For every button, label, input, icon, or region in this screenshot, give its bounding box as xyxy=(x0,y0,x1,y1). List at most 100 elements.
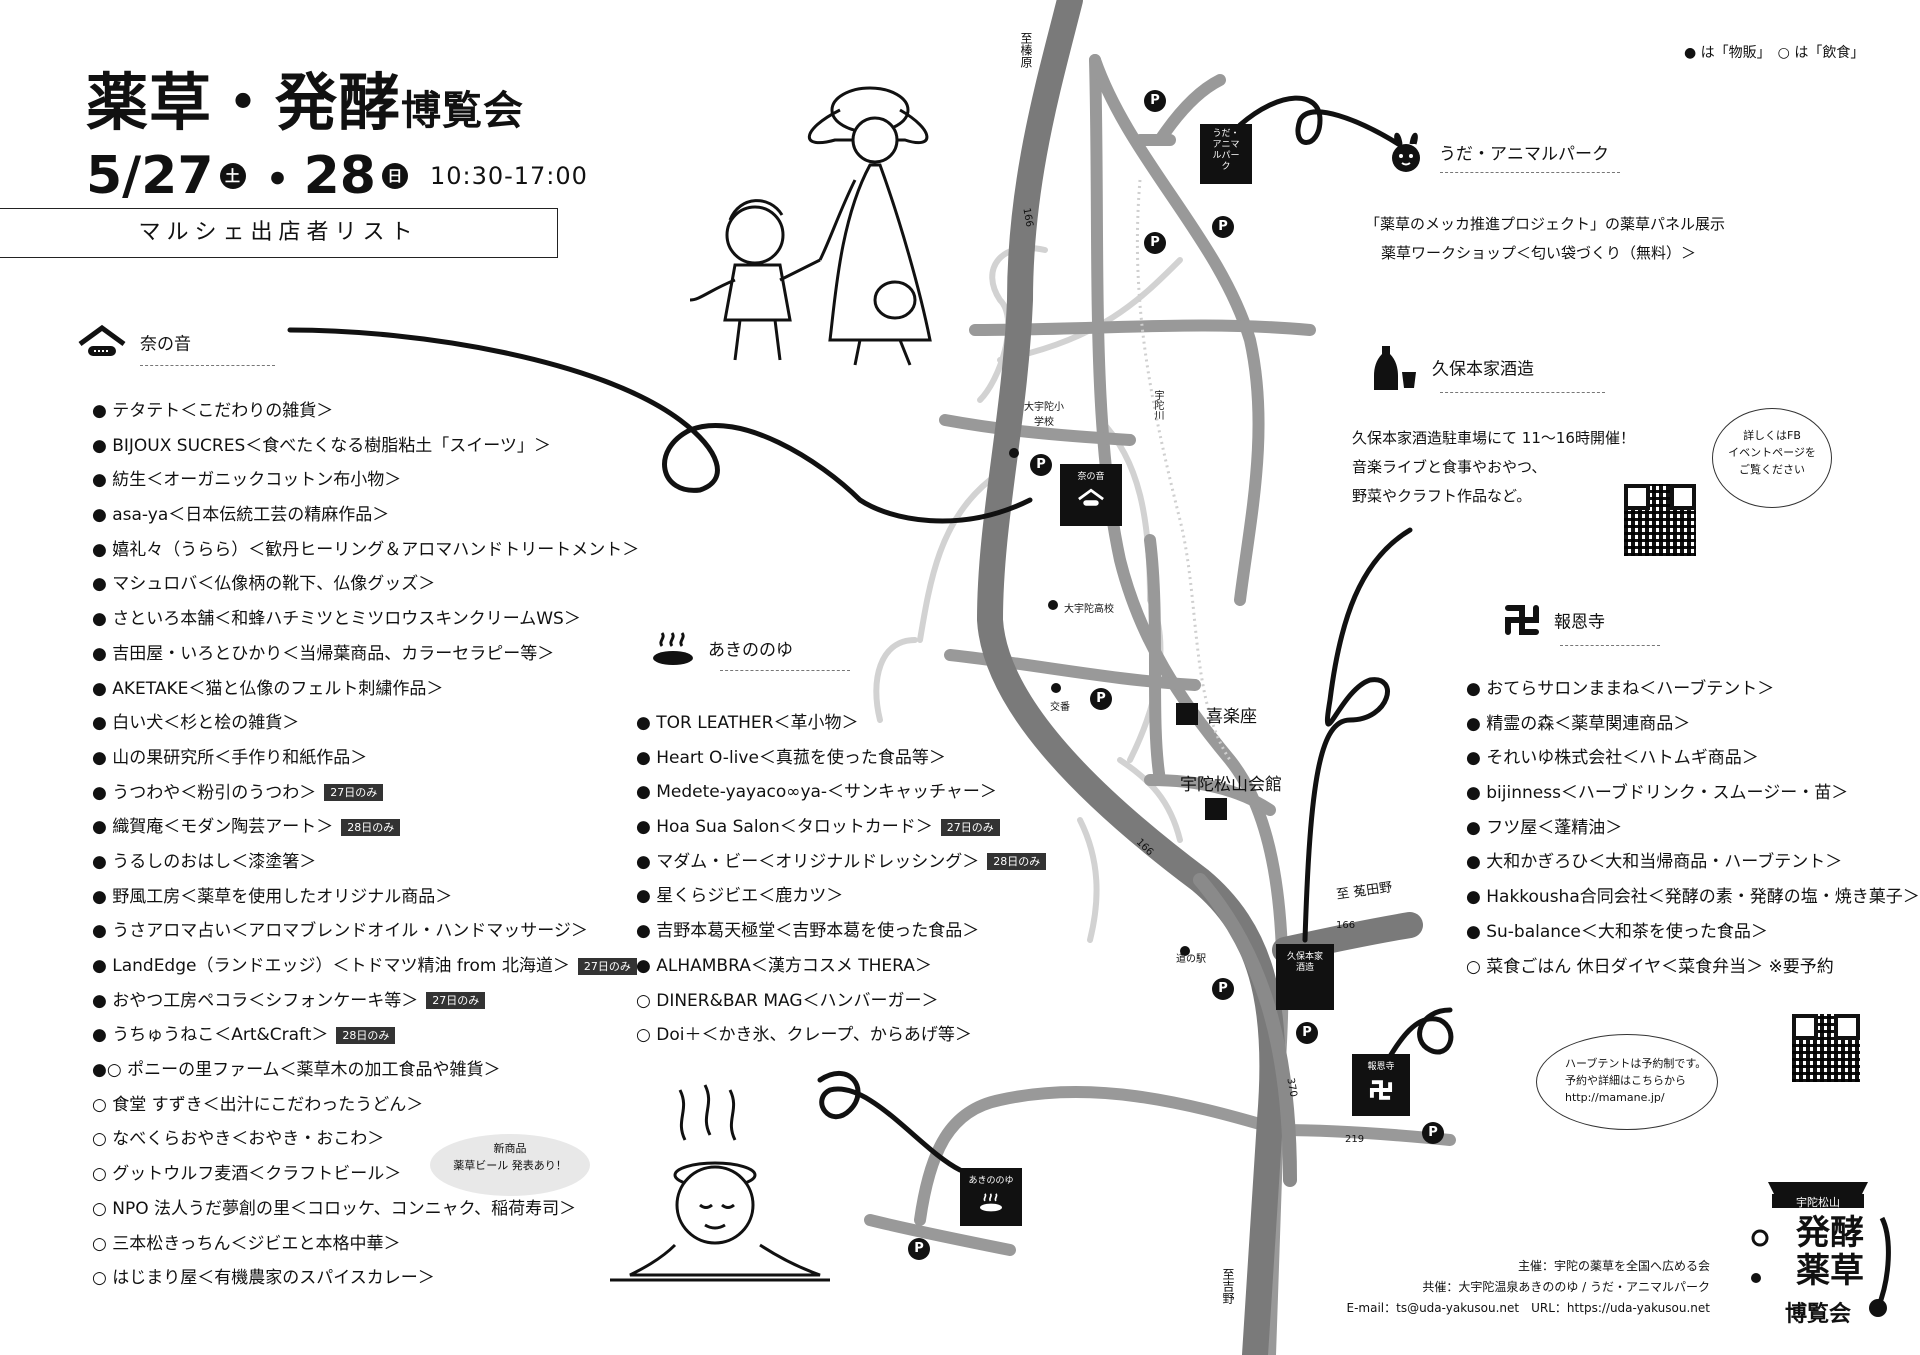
new-product-bubble: 新商品 薬草ビール 発表あり！ xyxy=(430,1134,590,1196)
vendor-text: ● さといろ本舗＜和蜂ハチミツとミツロウスキンクリームWS＞ xyxy=(92,609,581,630)
koban-label: 交番 xyxy=(1050,702,1070,713)
vendor-text: ● うさアロマ占い＜アロマブレンドオイル・ハンドマッサージ＞ xyxy=(92,921,588,942)
contact-info: E-mail：ts@uda-yakusou.net URL：https://ud… xyxy=(1346,1301,1711,1315)
vendor-item: ● おてらサロンままね＜ハーブテント＞ xyxy=(1466,672,1920,707)
date-first: 5/27 xyxy=(86,145,214,206)
vendor-item: ● 山の果研究所＜手作り和紙作品＞ xyxy=(92,741,639,776)
rabbit-icon xyxy=(1385,130,1427,179)
vendor-item: ○ グットウルフ麦酒＜クラフトビール＞ xyxy=(92,1157,639,1192)
section-divider xyxy=(140,365,275,366)
vendor-item: ● 嬉礼々（うらら）＜歓丹ヒーリング＆アロマハンドトリートメント＞ xyxy=(92,533,639,568)
vendor-text: ○ 食堂 すずき＜出汁にこだわったうどん＞ xyxy=(92,1094,424,1115)
section-title-animalpark: うだ・アニマルパーク xyxy=(1439,144,1609,165)
animalpark-description: 「薬草のメッカ推進プロジェクト」の薬草パネル展示 薬草ワークショップ＜匂い袋づく… xyxy=(1365,215,1726,262)
vendor-item: ○ 三本松きっちん＜ジビエと本格中華＞ xyxy=(92,1227,639,1262)
date-second: 28 xyxy=(303,145,376,206)
vendor-item: ● 吉田屋・いろとひかり＜当帰葉商品、カラーセラピー等＞ xyxy=(92,637,639,672)
sake-bottle-icon xyxy=(1372,342,1420,397)
vendor-text: ● Su-balance＜大和茶を使った食品＞ xyxy=(1466,921,1768,942)
map-box-kubo[interactable]: 久保本家酒造 xyxy=(1276,944,1334,1010)
map-box-animalpark[interactable]: うだ・アニマルパーク xyxy=(1200,124,1252,184)
vendor-item: ● AKETAKE＜猫と仏像のフェルト刺繍作品＞ xyxy=(92,672,639,707)
vendor-text: ● マシュロバ＜仏像柄の靴下、仏像グッズ＞ xyxy=(92,574,436,595)
legend: ● は「物販」 ○ は「飲食」 xyxy=(1684,45,1865,61)
family-illustration xyxy=(689,86,932,366)
section-divider xyxy=(1440,392,1605,393)
vendor-text: ●○ ポニーの里ファーム＜薬草木の加工食品や雑貨＞ xyxy=(92,1060,501,1081)
day-badge-sun: 日 xyxy=(381,162,408,189)
vendor-text: ● bijinness＜ハーブドリンク・スムージー・苗＞ xyxy=(1466,783,1849,804)
section-header-akinonoyu: あきののゆ xyxy=(650,628,793,673)
vendor-text: ○ グットウルフ麦酒＜クラフトビール＞ xyxy=(92,1164,402,1185)
route-166-label: 166 xyxy=(1336,920,1356,931)
roof-icon xyxy=(1078,488,1104,506)
vendor-item: ● おやつ工房ペコラ＜シフォンケーキ等＞27日のみ xyxy=(92,984,639,1019)
vendor-item: ● うちゅうねこ＜Art&Craft＞28日のみ xyxy=(92,1018,639,1053)
connector-lines xyxy=(287,95,1454,1173)
qr-code-mamane[interactable] xyxy=(1792,1014,1860,1082)
vendor-text: ● 白い犬＜杉と桧の雑貨＞ xyxy=(92,713,300,734)
vendor-item: ● Heart O-live＜真菰を使った食品等＞ xyxy=(636,741,1046,776)
vendor-text: ● ALHAMBRA＜漢方コスメ THERA＞ xyxy=(636,955,932,976)
poi-dots xyxy=(1009,448,1190,956)
vendor-item: ● Su-balance＜大和茶を使った食品＞ xyxy=(1466,915,1920,950)
section-divider xyxy=(720,670,850,671)
vendor-item: ○ Doi＋＜かき氷、クレープ、からあげ等＞ xyxy=(636,1018,1046,1053)
hot-spring-icon xyxy=(650,628,696,673)
main-roads xyxy=(976,0,1423,1355)
vendor-item: ● LandEdge（ランドエッジ）＜トドマツ精油 from 北海道＞ 27日のみ xyxy=(92,949,639,984)
vendor-item: ● うるしのおはし＜漆塗箸＞ xyxy=(92,845,639,880)
vendor-text: ● うつわや＜粉引のうつわ＞ xyxy=(92,782,317,803)
parking-marker: P xyxy=(908,1238,930,1260)
river xyxy=(1135,179,1232,761)
to-haibara-label: 至榛原 xyxy=(1019,32,1033,68)
vendor-item: ○ 食堂 すずき＜出汁にこだわったうどん＞ xyxy=(92,1088,639,1123)
vendor-item: ● うさアロマ占い＜アロマブレンドオイル・ハンドマッサージ＞ xyxy=(92,914,639,949)
vendor-item: ● うつわや＜粉引のうつわ＞27日のみ xyxy=(92,776,639,811)
vendor-text: ● マダム・ビー＜オリジナルドレッシング＞ xyxy=(636,851,980,872)
vendor-item: ● BIJOUX SUCRES＜食べたくなる樹脂粘土「スイーツ」＞ xyxy=(92,429,639,464)
river-label: 宇陀川 xyxy=(1152,390,1163,420)
organizer: 主催：宇陀の薬草を全国へ広める会 xyxy=(1517,1259,1710,1273)
elementary-school-label: 大宇陀小学校 xyxy=(1024,402,1064,428)
vendor-text: ● 吉野本葛天極堂＜吉野本葛を使った食品＞ xyxy=(636,921,980,942)
vendor-text: ● asa-ya＜日本伝統工芸の精麻作品＞ xyxy=(92,505,390,526)
section-divider xyxy=(1440,172,1620,173)
hot-spring-icon xyxy=(980,1193,1002,1212)
kaikan-label: 宇陀松山会館 xyxy=(1180,775,1282,795)
vendor-text: ○ 三本松きっちん＜ジビエと本格中華＞ xyxy=(92,1233,401,1254)
logo-graphic xyxy=(1751,1182,1891,1317)
map-box-akinonoyu[interactable]: あきののゆ xyxy=(960,1168,1022,1226)
vendor-text: ○ なべくらおやき＜おやき・おこわ＞ xyxy=(92,1129,385,1150)
parking-marker: P xyxy=(1090,688,1112,710)
parking-marker: P xyxy=(1296,1022,1318,1044)
vendor-item: ● マダム・ビー＜オリジナルドレッシング＞28日のみ xyxy=(636,845,1047,880)
vendor-text: ● テタテト＜こだわりの雑貨＞ xyxy=(92,401,334,421)
vendor-text: ● Hoa Sua Salon＜タロットカード＞ xyxy=(636,817,933,838)
vendor-item: ● asa-ya＜日本伝統工芸の精麻作品＞ xyxy=(92,498,639,533)
vendor-text: ● LandEdge（ランドエッジ）＜トドマツ精油 from 北海道＞ xyxy=(92,956,570,976)
route-219-label: 219 xyxy=(1345,1134,1365,1145)
vendor-text: ● BIJOUX SUCRES＜食べたくなる樹脂粘土「スイーツ」＞ xyxy=(92,435,551,456)
fb-info-bubble: 詳しくはFB イベントページを ご覧ください xyxy=(1712,408,1832,508)
vendor-text: ● 大和かぎろひ＜大和当帰商品・ハーブテント＞ xyxy=(1466,852,1843,873)
vendor-text: ● 紡生＜オーガニックコットン布小物＞ xyxy=(92,470,402,491)
day-only-badge: 27日のみ xyxy=(577,957,637,975)
qr-code-fb[interactable] xyxy=(1624,484,1696,556)
day-only-badge: 27日のみ xyxy=(426,992,486,1010)
vendor-text: ● AKETAKE＜猫と仏像のフェルト刺繍作品＞ xyxy=(92,678,444,699)
vendor-text: ● それいゆ株式会社＜ハトムギ商品＞ xyxy=(1466,748,1759,769)
vendor-list-title: マルシェ出店者リスト xyxy=(0,208,558,258)
vendor-text: ○ DINER&BAR MAG＜ハンバーガー＞ xyxy=(636,990,939,1011)
vendor-list-nanone: ● テタテト＜こだわりの雑貨＞ ● BIJOUX SUCRES＜食べたくなる樹脂粘… xyxy=(92,394,639,1296)
vendor-text: ● 山の果研究所＜手作り和紙作品＞ xyxy=(92,747,368,768)
herb-tent-bubble: ハーブテントは予約制です。 予約や詳細はこちらから http://mamane.… xyxy=(1536,1034,1718,1130)
parking-marker: P xyxy=(1144,90,1166,112)
vendor-item: ● 紡生＜オーガニックコットン布小物＞ xyxy=(92,463,639,498)
vendor-item: ● TOR LEATHER＜革小物＞ xyxy=(636,706,1046,741)
map-box-nanone[interactable]: 奈の音 xyxy=(1060,464,1122,526)
event-hours: 10:30-17:00 xyxy=(429,161,588,190)
map-box-houonji[interactable]: 報恩寺 xyxy=(1352,1054,1410,1116)
footer-credits: 主催：宇陀の薬草を全国へ広める会 共催：大宇陀温泉あきののゆ / うだ・アニマル… xyxy=(1300,1256,1711,1319)
